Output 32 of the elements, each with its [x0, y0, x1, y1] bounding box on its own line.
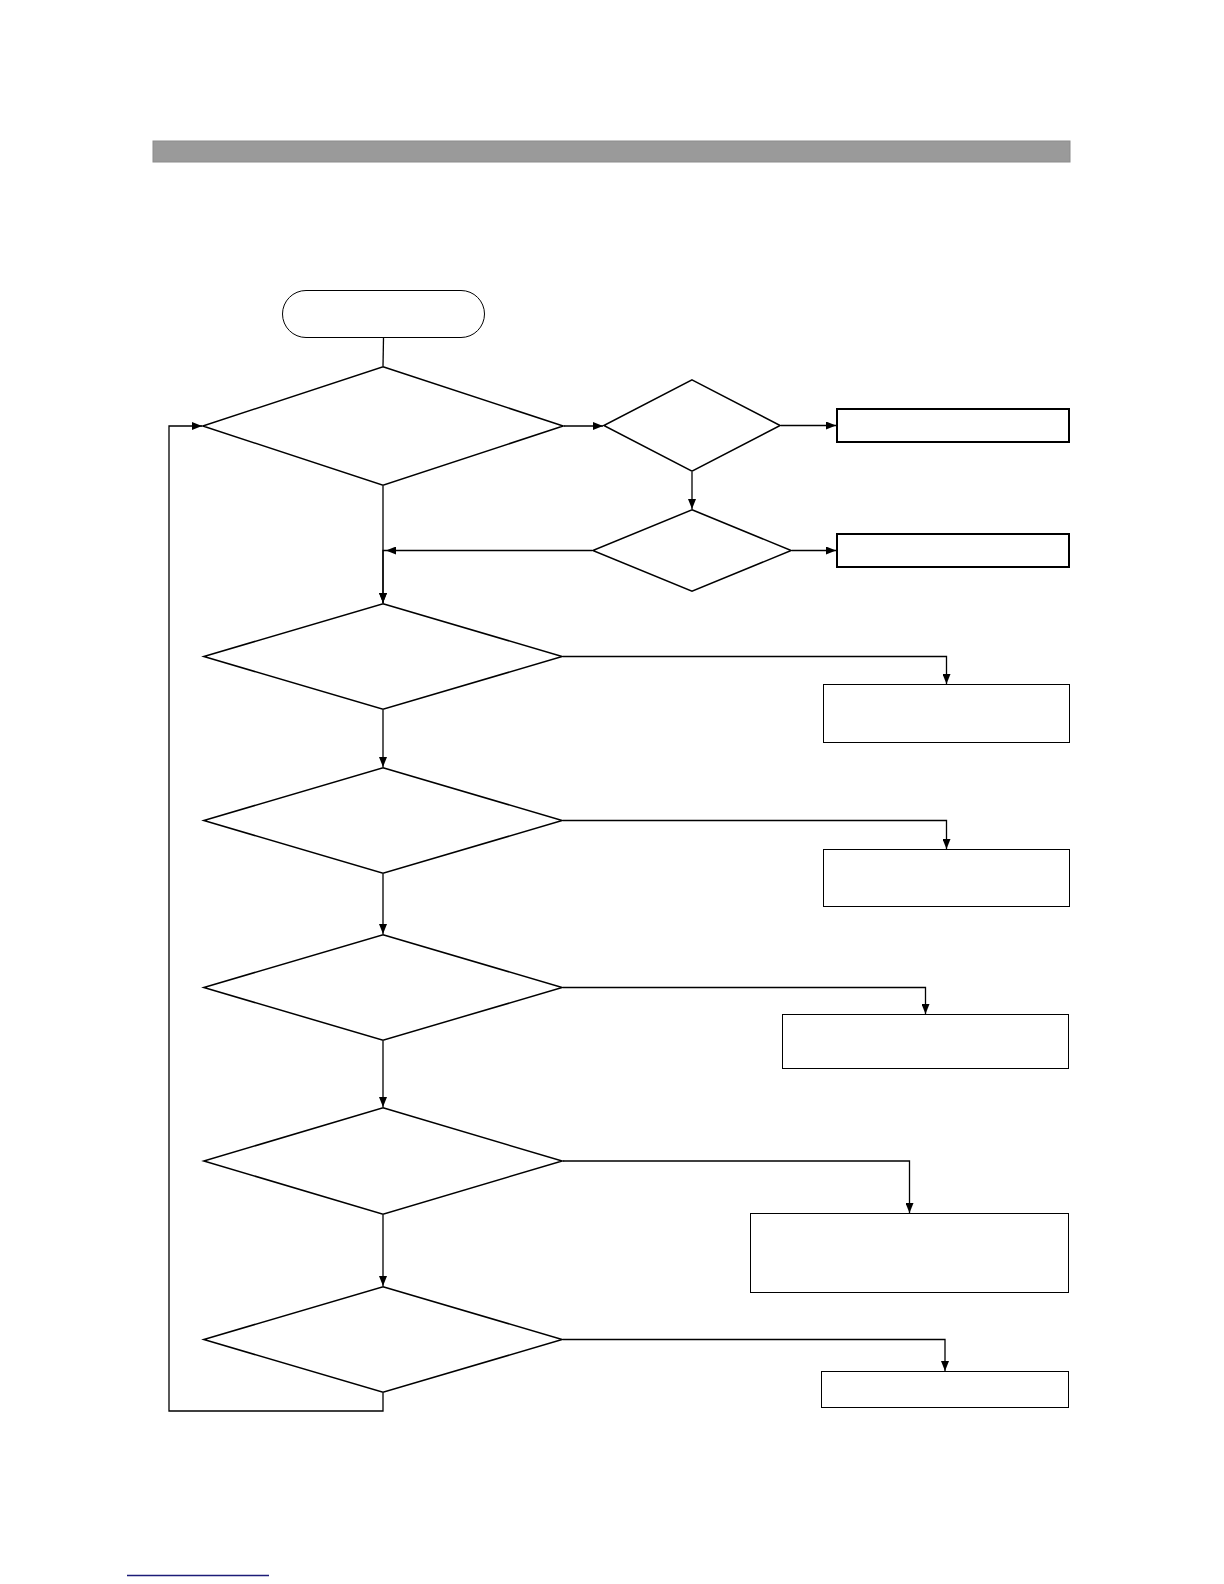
arrow [379, 1040, 387, 1108]
process-box [823, 684, 1070, 743]
process-box [821, 1371, 1069, 1408]
decision-diamond [203, 1286, 563, 1393]
decision-diamond [202, 366, 564, 486]
arrow [562, 655, 951, 685]
process-box [836, 533, 1070, 568]
arrow [563, 422, 604, 430]
arrow [379, 709, 387, 768]
arrow [688, 471, 696, 510]
process-box [836, 408, 1070, 443]
arrow [791, 546, 837, 555]
arrow [379, 547, 593, 604]
arrow [562, 819, 951, 850]
decision-diamond [603, 379, 781, 472]
process-box [782, 1014, 1069, 1069]
arrow [780, 421, 837, 430]
decision-diamond [203, 934, 563, 1041]
start-terminal [282, 290, 485, 338]
process-box [750, 1213, 1069, 1293]
connector-line [382, 337, 385, 367]
arrow [168, 422, 384, 1412]
decision-diamond [203, 603, 563, 710]
arrow [562, 1160, 914, 1214]
decision-diamond [203, 1107, 563, 1215]
decision-diamond [203, 767, 563, 874]
arrow [379, 873, 387, 935]
decision-diamond [592, 509, 792, 592]
process-box [823, 849, 1070, 907]
arrow [562, 1338, 949, 1372]
arrow [379, 1214, 387, 1287]
arrow [562, 986, 930, 1015]
